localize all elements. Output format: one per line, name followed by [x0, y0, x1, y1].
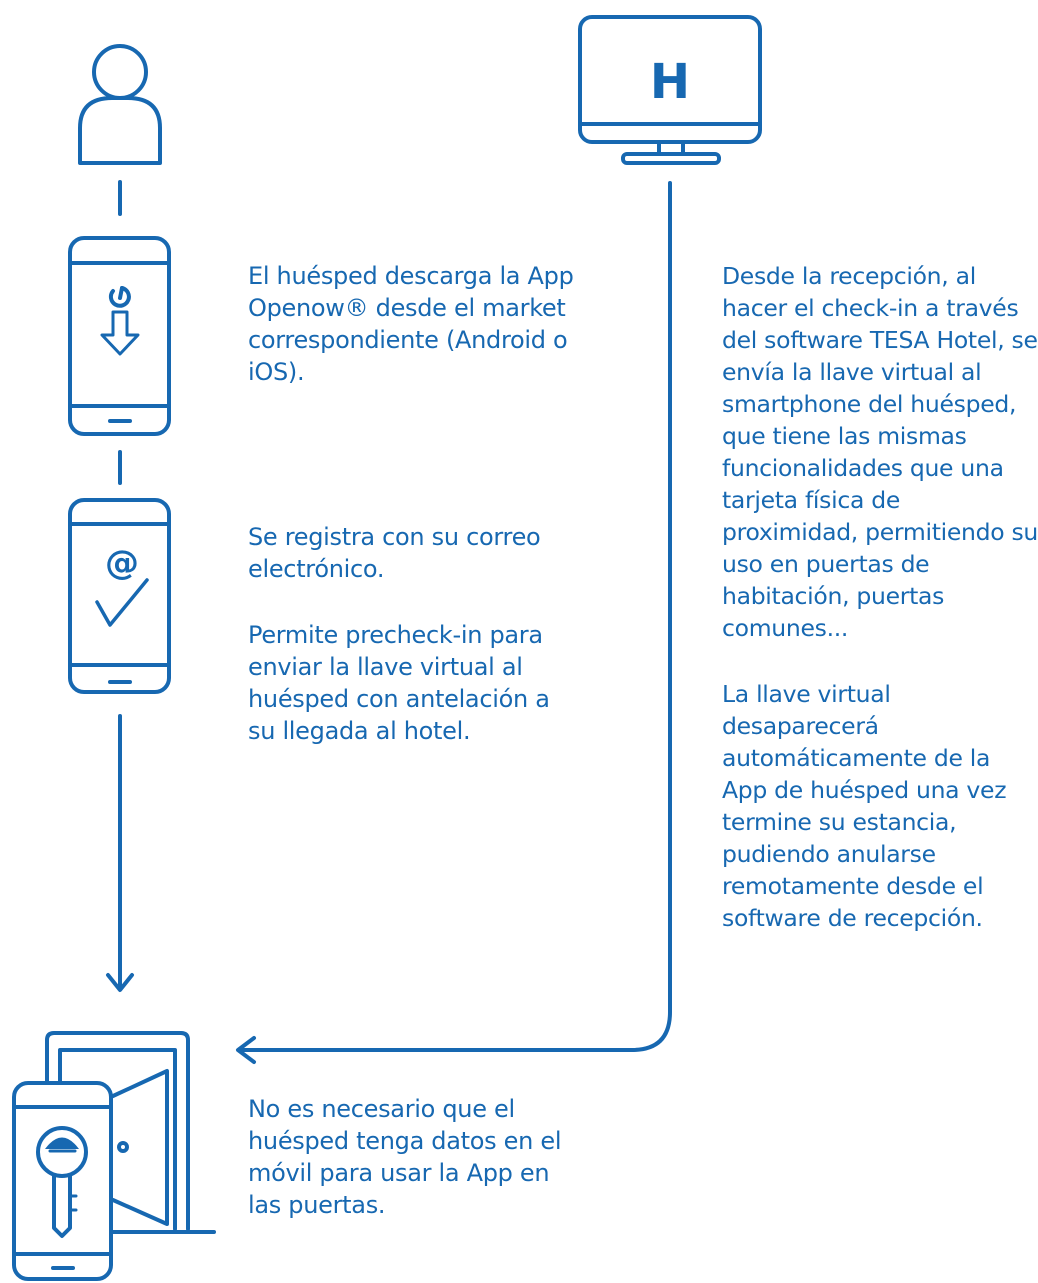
step-download-text: El huésped descarga la App Openow® desde… — [248, 260, 578, 388]
monitor-hotel-icon — [578, 15, 762, 165]
door-phone-key-icon — [12, 1031, 216, 1281]
step-door-text: No es necesario que el huésped tenga dat… — [248, 1093, 578, 1221]
hotel-letter: H — [650, 54, 690, 110]
phone-email-check-icon — [68, 498, 171, 694]
arrow-left-icon — [236, 1036, 256, 1064]
phone-download-icon — [68, 236, 171, 436]
step-reception-text: Desde la recepción, al hacer el check-in… — [722, 260, 1038, 934]
step-reception-paragraph-2: La llave virtual desaparecerá automática… — [722, 680, 1007, 932]
step-register-text: Se registra con su correo electrónico. P… — [248, 521, 578, 747]
step-register-paragraph-2: Permite precheck-in para enviar la llave… — [248, 621, 550, 745]
arrow-down-icon — [106, 973, 134, 992]
step-reception-paragraph-1: Desde la recepción, al hacer el check-in… — [722, 262, 1038, 642]
connector-line — [238, 181, 672, 1052]
person-icon — [78, 44, 162, 165]
step-door-paragraph: No es necesario que el huésped tenga dat… — [248, 1095, 562, 1219]
step-register-paragraph-1: Se registra con su correo electrónico. — [248, 523, 541, 583]
at-sign-icon: @ — [105, 543, 139, 583]
step-download-paragraph: El huésped descarga la App Openow® desde… — [248, 262, 574, 386]
